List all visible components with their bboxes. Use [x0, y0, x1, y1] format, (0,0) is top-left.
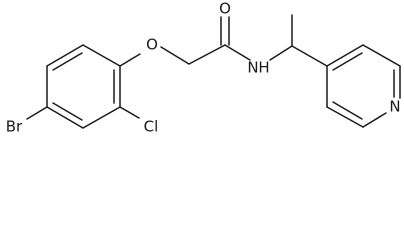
bond — [46, 106, 84, 129]
pyridine-ring — [326, 44, 401, 128]
bond-ch2-to-carbonyl — [188, 44, 226, 65]
amide-nitrogen-atom-label: N — [247, 59, 258, 77]
chlorobromophenyl-ring — [46, 44, 121, 129]
aromatic-double-bond — [52, 102, 83, 121]
bond-amide-nitrogen-to-ch — [269, 45, 293, 61]
bond-ether-oxygen-to-ch2 — [160, 46, 190, 65]
bond-ring-to-bromine — [26, 106, 48, 120]
pyridine-nitrogen-atom-label: N — [389, 98, 400, 116]
aromatic-double-bond — [52, 52, 83, 71]
amide-hydrogen-atom-label: H — [258, 59, 269, 77]
chemical-structure-diagram: Br Cl O O N H N — [6, 0, 401, 136]
bond — [82, 106, 121, 129]
bond — [82, 44, 121, 67]
aromatic-double-bond — [332, 101, 363, 120]
chlorine-atom-label: Cl — [144, 118, 159, 136]
bond — [362, 112, 387, 128]
bond — [326, 106, 364, 128]
bond — [326, 44, 364, 67]
aromatic-double-bond — [332, 52, 363, 71]
bromine-atom-label: Br — [6, 118, 23, 136]
bond — [46, 44, 84, 67]
ether-oxygen-atom-label: O — [146, 36, 158, 54]
bond-carbonyl-to-amide-nitrogen — [224, 44, 251, 61]
bond-ch-to-pyridine — [291, 45, 328, 67]
bond-ring-to-chlorine — [119, 106, 140, 119]
bond-ring-to-ether-oxygen — [119, 53, 141, 67]
carbonyl-oxygen-atom-label: O — [219, 0, 231, 18]
bond — [362, 44, 401, 67]
